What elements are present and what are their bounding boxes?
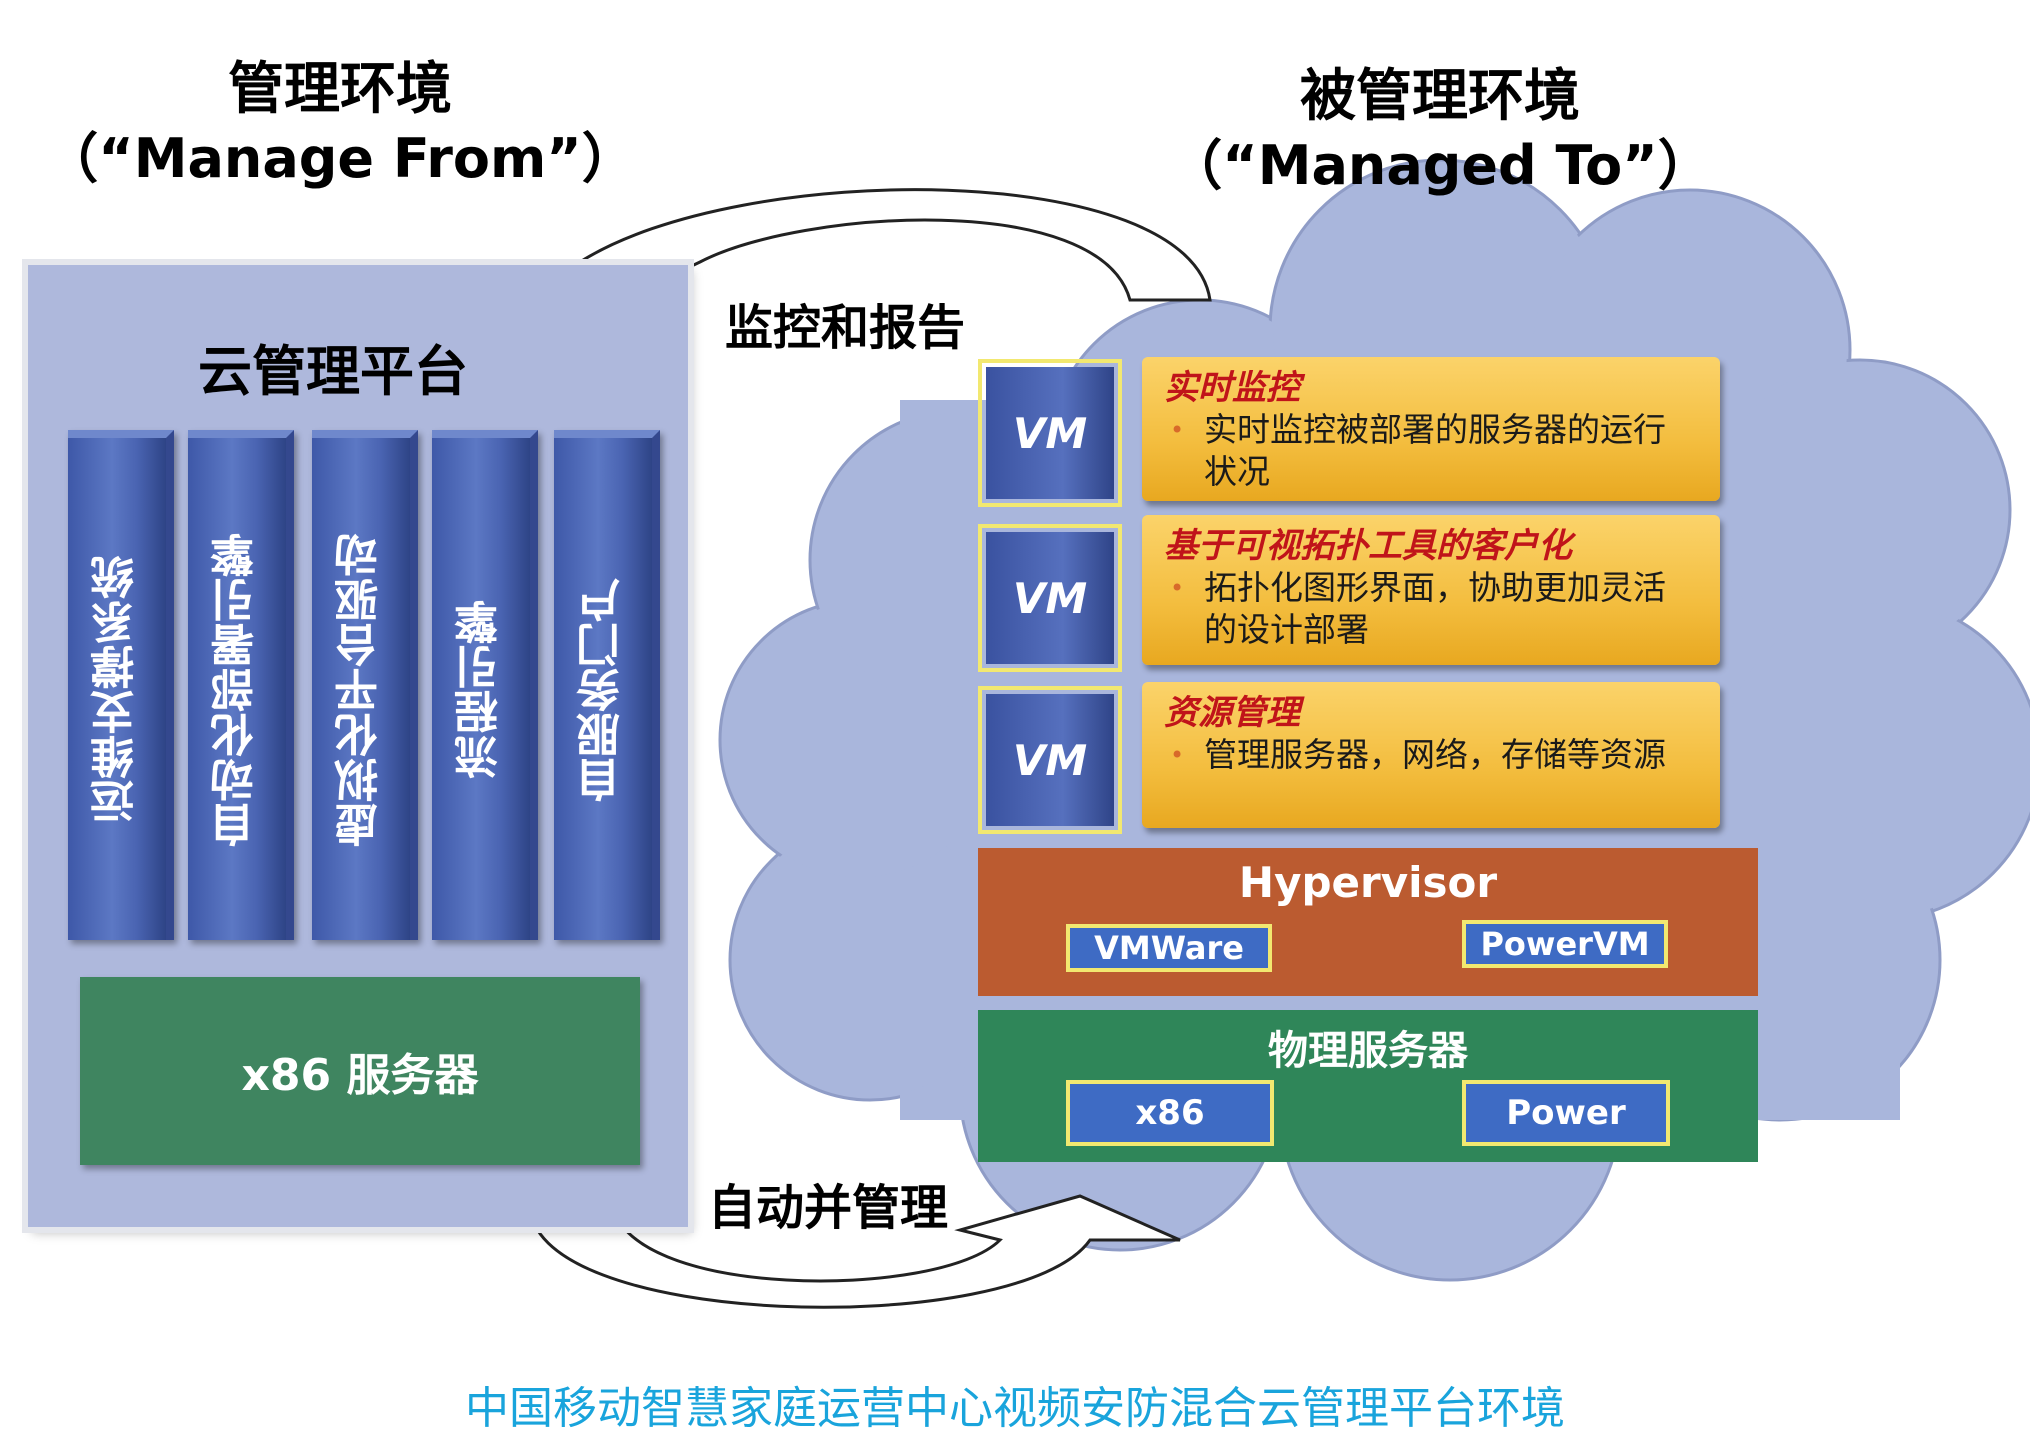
figure-caption: 中国移动智慧家庭运营中心视频安防混合云管理平台环境 <box>465 1383 1565 1434</box>
module-self-service-portal: 自服务门户 <box>554 430 660 940</box>
managed-to-heading: 被管理环境 （“Managed To”） <box>1120 62 1760 200</box>
module-virtualization-driver: 虚拟化平台驱动 <box>312 430 418 940</box>
feature-card-resource: 资源管理 管理服务器，网络，存储等资源 <box>1142 682 1720 828</box>
vmware-chip: VMWare <box>1066 924 1272 972</box>
physical-server-layer: 物理服务器 x86 Power <box>978 1010 1758 1162</box>
feature-body: 拓扑化图形界面，协助更加灵活的设计部署 <box>1164 567 1698 651</box>
platform-title: 云管理平台 <box>198 340 468 403</box>
monitor-report-label: 监控和报告 <box>725 300 966 356</box>
feature-title: 基于可视拓扑工具的客户化 <box>1164 526 1572 566</box>
x86-server-box: x86 服务器 <box>80 977 640 1165</box>
physical-server-label: 物理服务器 <box>1268 1028 1468 1074</box>
power-chip: Power <box>1462 1080 1670 1146</box>
vm-box-1: VM <box>978 359 1122 507</box>
manage-arrow <box>528 1194 1181 1309</box>
module-ops-support: 运维支撑系统 <box>68 430 174 940</box>
module-label: 虚拟化平台驱动 <box>335 531 386 847</box>
feature-title: 实时监控 <box>1164 368 1300 408</box>
x86-chip: x86 <box>1066 1080 1274 1146</box>
module-label: 流程引擎 <box>455 599 506 779</box>
feature-title: 资源管理 <box>1164 693 1300 733</box>
vm-box-2: VM <box>978 524 1122 672</box>
auto-manage-label: 自动并管理 <box>708 1180 949 1236</box>
powervm-chip: PowerVM <box>1462 920 1668 968</box>
manage-from-heading: 管理环境 （“Manage From”） <box>40 55 640 193</box>
module-label: 运维支撑系统 <box>91 554 142 824</box>
manage-from-subtitle: （“Manage From”） <box>44 127 636 190</box>
feature-body: 管理服务器，网络，存储等资源 <box>1164 734 1698 776</box>
module-workflow-engine: 流程引擎 <box>432 430 538 940</box>
module-auto-deploy: 自动化部署引擎 <box>188 430 294 940</box>
cloud-management-platform-panel: 云管理平台 运维支撑系统 自动化部署引擎 虚拟化平台驱动 流程引擎 自服务门户 … <box>28 265 688 1227</box>
module-label: 自动化部署引擎 <box>211 531 262 847</box>
managed-to-subtitle: （“Managed To”） <box>1168 134 1712 197</box>
feature-card-topology: 基于可视拓扑工具的客户化 拓扑化图形界面，协助更加灵活的设计部署 <box>1142 515 1720 665</box>
hypervisor-label: Hypervisor <box>1238 858 1498 907</box>
manage-from-title: 管理环境 <box>228 57 452 122</box>
managed-to-title: 被管理环境 <box>1300 64 1580 129</box>
feature-card-monitoring: 实时监控 实时监控被部署的服务器的运行状况 <box>1142 357 1720 501</box>
vm-box-3: VM <box>978 686 1122 834</box>
hypervisor-layer: Hypervisor VMWare PowerVM <box>978 848 1758 996</box>
module-label: 自服务门户 <box>577 576 628 802</box>
feature-body: 实时监控被部署的服务器的运行状况 <box>1164 409 1698 493</box>
